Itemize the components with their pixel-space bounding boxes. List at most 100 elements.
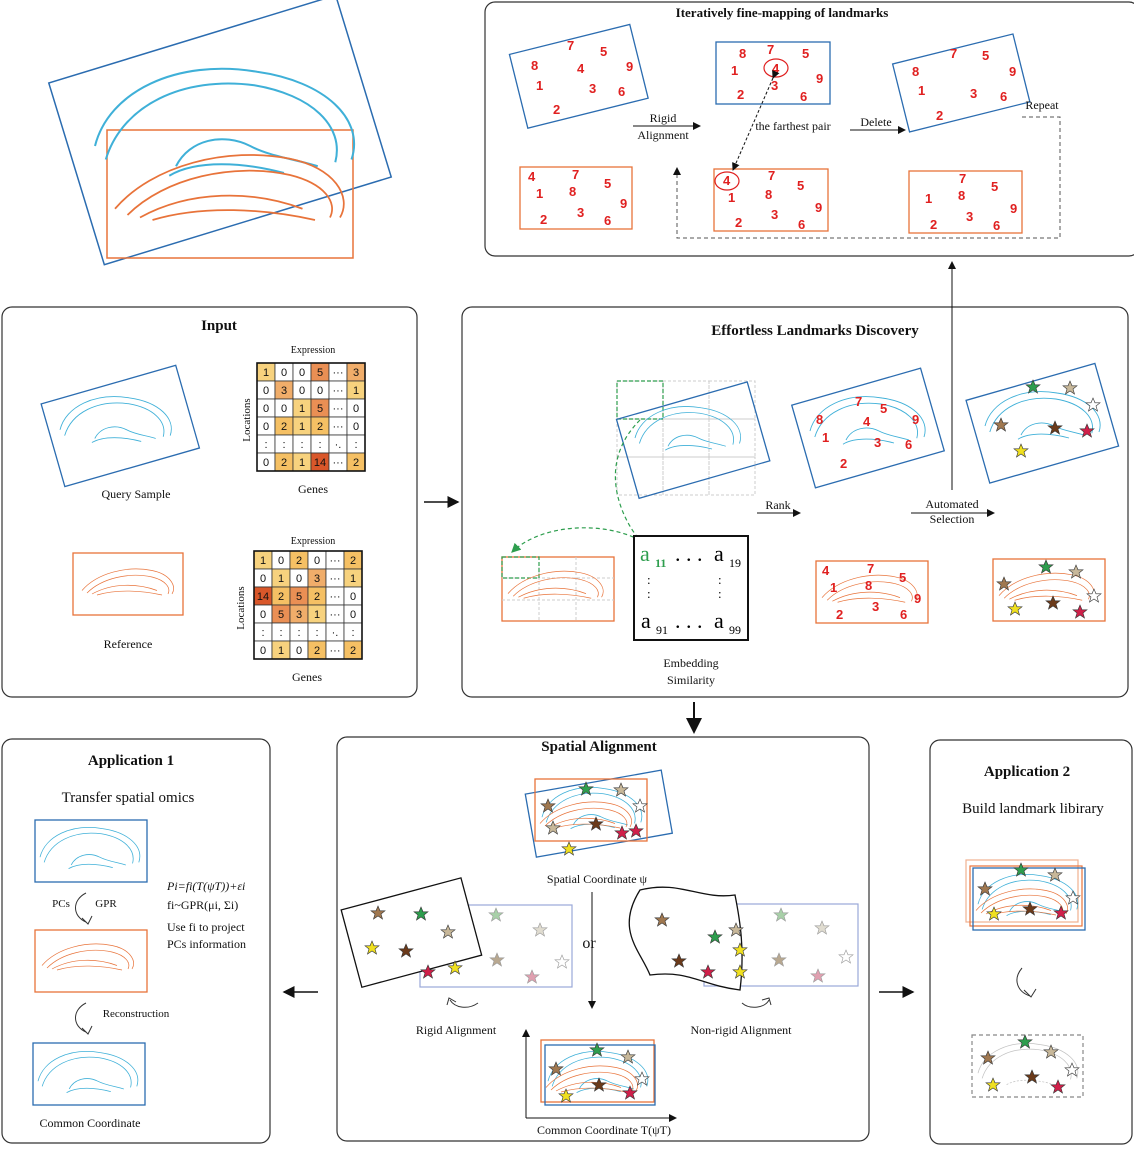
svg-text:6: 6	[993, 218, 1000, 233]
input-panel: Input Query Sample Reference Expression …	[1, 306, 418, 698]
matrix-cell-value: 3	[353, 367, 359, 379]
svg-text:4: 4	[577, 61, 585, 76]
svg-text:6: 6	[618, 84, 625, 99]
svg-text:9: 9	[815, 200, 822, 215]
svg-text:Transfer spatial omics: Transfer spatial omics	[62, 790, 195, 806]
svg-text:2: 2	[936, 108, 943, 123]
svg-text:Rigid Alignment: Rigid Alignment	[416, 1023, 497, 1037]
svg-text:Spatial Coordinate ψ: Spatial Coordinate ψ	[547, 872, 648, 886]
svg-text:9: 9	[816, 71, 823, 86]
matrix-cell-value: 5	[278, 609, 284, 621]
matrix-cell-value: 0	[281, 367, 287, 379]
svg-text:Genes: Genes	[298, 482, 328, 496]
svg-text:Locations: Locations	[241, 398, 253, 441]
matrix-cell-value: ·.	[332, 627, 339, 639]
matrix-cell-value: 1	[314, 609, 320, 621]
svg-text::: :	[718, 572, 722, 587]
sa-title: Spatial Alignment	[541, 739, 656, 755]
svg-text:19: 19	[729, 556, 741, 570]
spatial-alignment-panel: Spatial Alignment Spatial Coordinate ψ o…	[336, 736, 870, 1142]
svg-text:2: 2	[840, 456, 847, 471]
reference-label: Reference	[104, 637, 153, 651]
svg-text:7: 7	[767, 42, 774, 57]
svg-text:2: 2	[735, 215, 742, 230]
matrix-cell-value: :	[354, 439, 357, 451]
svg-text:7: 7	[572, 167, 579, 182]
matrix-cell-value: ···	[333, 367, 344, 379]
svg-text:5: 5	[991, 179, 998, 194]
svg-text:Locations: Locations	[235, 586, 247, 629]
landmarks-discovery-panel: Effortless Landmarks Discovery	[461, 306, 1129, 698]
svg-text:Alignment: Alignment	[637, 128, 689, 142]
svg-text:1: 1	[925, 191, 932, 206]
svg-text:Common Coordinate T(ψT): Common Coordinate T(ψT)	[537, 1123, 671, 1137]
svg-text:6: 6	[1000, 89, 1007, 104]
svg-text:7: 7	[950, 46, 957, 61]
matrix-cell-value: 0	[317, 385, 323, 397]
svg-text:or: or	[582, 935, 596, 952]
fine-mapping-title: Iteratively fine-mapping of landmarks	[676, 5, 889, 20]
svg-text::: :	[647, 572, 651, 587]
svg-text:5: 5	[797, 178, 804, 193]
application-2-panel: Application 2 Build landmark libirary	[929, 739, 1133, 1145]
svg-text:Similarity: Similarity	[667, 673, 715, 687]
svg-text:4: 4	[772, 61, 780, 76]
matrix-cell-value: 0	[299, 385, 305, 397]
svg-text:. . .: . . .	[675, 608, 703, 633]
svg-text:4: 4	[822, 563, 830, 578]
matrix-cell-value: 1	[299, 457, 305, 469]
svg-text:99: 99	[729, 623, 741, 637]
matrix-cell-value: ·.	[335, 439, 342, 451]
matrix-cell-value: 2	[281, 421, 287, 433]
similarity-matrix: a 11 . . . a 19 : : : : a 91 . . . a 99	[640, 541, 741, 637]
svg-text:9: 9	[914, 591, 921, 606]
matrix-cell-value: 3	[281, 385, 287, 397]
matrix-cell-value: 2	[317, 421, 323, 433]
svg-text:a: a	[714, 608, 724, 633]
svg-text:Common Coordinate: Common Coordinate	[40, 1116, 141, 1130]
svg-text:Use fi to project: Use fi to project	[167, 920, 245, 934]
matrix-cell-value: 1	[299, 403, 305, 415]
svg-text:7: 7	[768, 168, 775, 183]
matrix-cell-value: 2	[278, 591, 284, 603]
matrix-cell-value: 2	[296, 555, 302, 567]
matrix-cell-value: 0	[296, 645, 302, 657]
matrix-cell-value: :	[282, 439, 285, 451]
svg-text:8: 8	[912, 64, 919, 79]
matrix-cell-value: 0	[353, 421, 359, 433]
svg-text:5: 5	[880, 401, 887, 416]
matrix-cell-value: 0	[278, 555, 284, 567]
svg-text:7: 7	[867, 561, 874, 576]
svg-text:8: 8	[765, 187, 772, 202]
svg-text:3: 3	[771, 207, 778, 222]
svg-text:Non-rigid Alignment: Non-rigid Alignment	[691, 1023, 793, 1037]
svg-text:2: 2	[836, 607, 843, 622]
svg-text:Build landmark libirary: Build landmark libirary	[962, 801, 1104, 817]
matrix-cell-value: ···	[330, 591, 341, 603]
svg-text:PCs information: PCs information	[167, 937, 246, 951]
svg-text:Expression: Expression	[291, 536, 335, 547]
svg-text:6: 6	[800, 89, 807, 104]
input-title: Input	[201, 318, 237, 334]
matrix-cell-value: :	[279, 627, 282, 639]
matrix-cell-value: 2	[314, 591, 320, 603]
matrix-cell-value: :	[261, 627, 264, 639]
svg-text:5: 5	[899, 570, 906, 585]
svg-text:8: 8	[569, 184, 576, 199]
matrix-cell-value: 0	[281, 403, 287, 415]
svg-text:11: 11	[655, 556, 666, 570]
svg-text:Expression: Expression	[291, 345, 335, 356]
overlay-illustration	[47, 0, 393, 266]
svg-text:8: 8	[865, 578, 872, 593]
matrix-cell-value: 0	[353, 403, 359, 415]
matrix-cell-value: :	[315, 627, 318, 639]
svg-text:3: 3	[589, 81, 596, 96]
matrix-cell-value: 0	[263, 421, 269, 433]
matrix-cell-value: 0	[350, 609, 356, 621]
svg-text:7: 7	[959, 171, 966, 186]
matrix-cell-value: 2	[353, 457, 359, 469]
